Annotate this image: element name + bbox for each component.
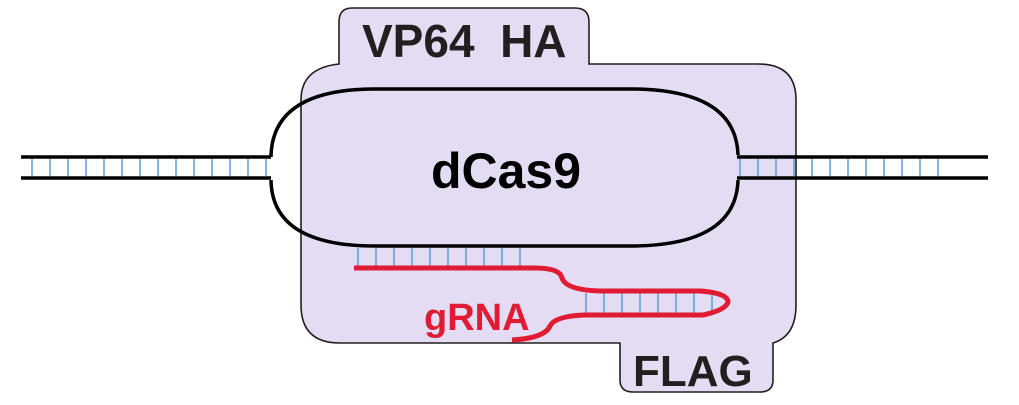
vp64-ha-label: VP64 HA [362, 15, 567, 67]
fusion-protein-shape [300, 7, 797, 393]
grna-strand [354, 265, 731, 343]
grna-hairpin-base-pairs [585, 293, 713, 313]
grna-label: gRNA [424, 297, 530, 339]
flag-label: FLAG [633, 347, 753, 396]
dcas9-label: dCas9 [431, 143, 581, 199]
dna-left [21, 155, 271, 180]
dna-right [737, 155, 988, 180]
dcas9-oval [269, 87, 740, 248]
grna-dna-base-pairs [357, 248, 521, 266]
